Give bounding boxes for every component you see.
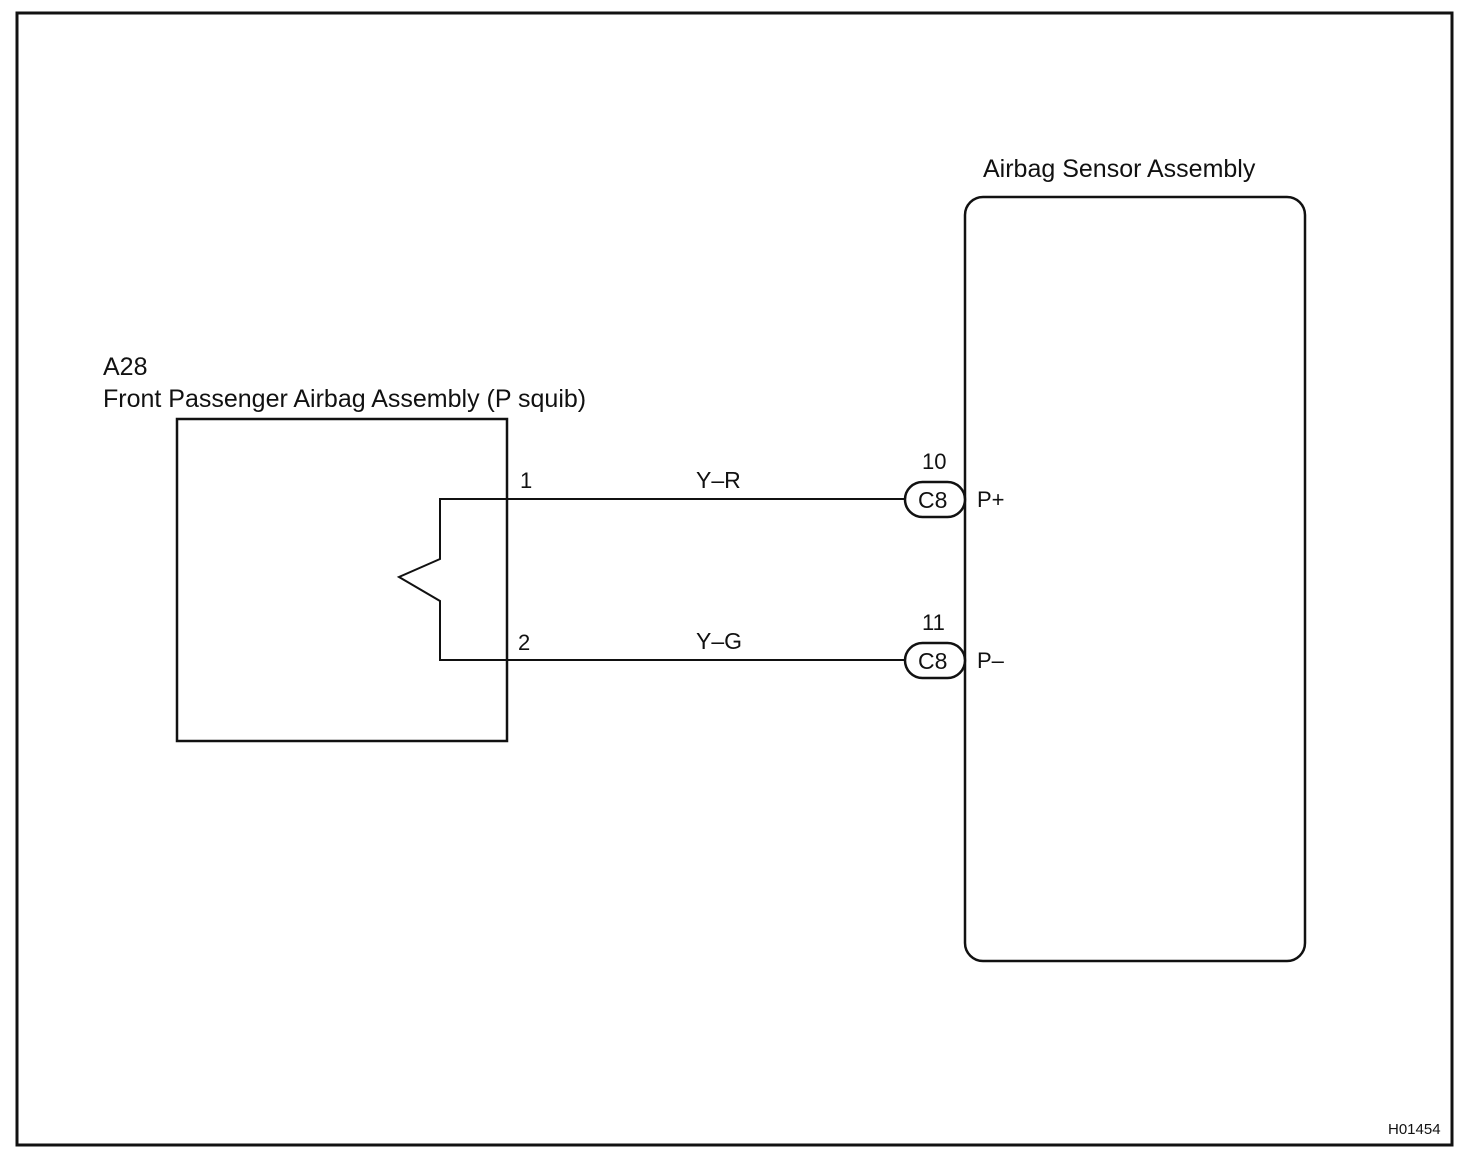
connector-label-c8-1: C8	[918, 487, 948, 513]
squib-assembly-title: Front Passenger Airbag Assembly (P squib…	[103, 385, 587, 413]
sensor-assembly-title: Airbag Sensor Assembly	[983, 155, 1256, 183]
connector-c8-terminal-10	[903, 480, 967, 519]
connector-c8-terminal-11	[903, 641, 967, 680]
squib-symbol	[396, 498, 507, 661]
squib-assembly-code: A28	[103, 353, 148, 381]
pin-label-2: 2	[518, 630, 531, 655]
terminal-number-label-10: 10	[922, 449, 947, 474]
figure-id: H01454	[1388, 1121, 1441, 1138]
pin-label-1: 1	[520, 468, 533, 493]
wire-color-label-2: Y–G	[696, 628, 743, 654]
terminal-name-label-p-minus: P–	[977, 648, 1004, 673]
squib-assembly-box	[175, 417, 509, 743]
wire-color-label-1: Y–R	[696, 467, 741, 493]
connector-label-c8-2: C8	[918, 648, 948, 674]
terminal-number-label-11: 11	[922, 610, 945, 635]
terminal-name-label-p-plus: P+	[977, 487, 1005, 512]
sensor-assembly-box	[963, 195, 1307, 963]
diagram-frame	[15, 11, 1454, 1147]
